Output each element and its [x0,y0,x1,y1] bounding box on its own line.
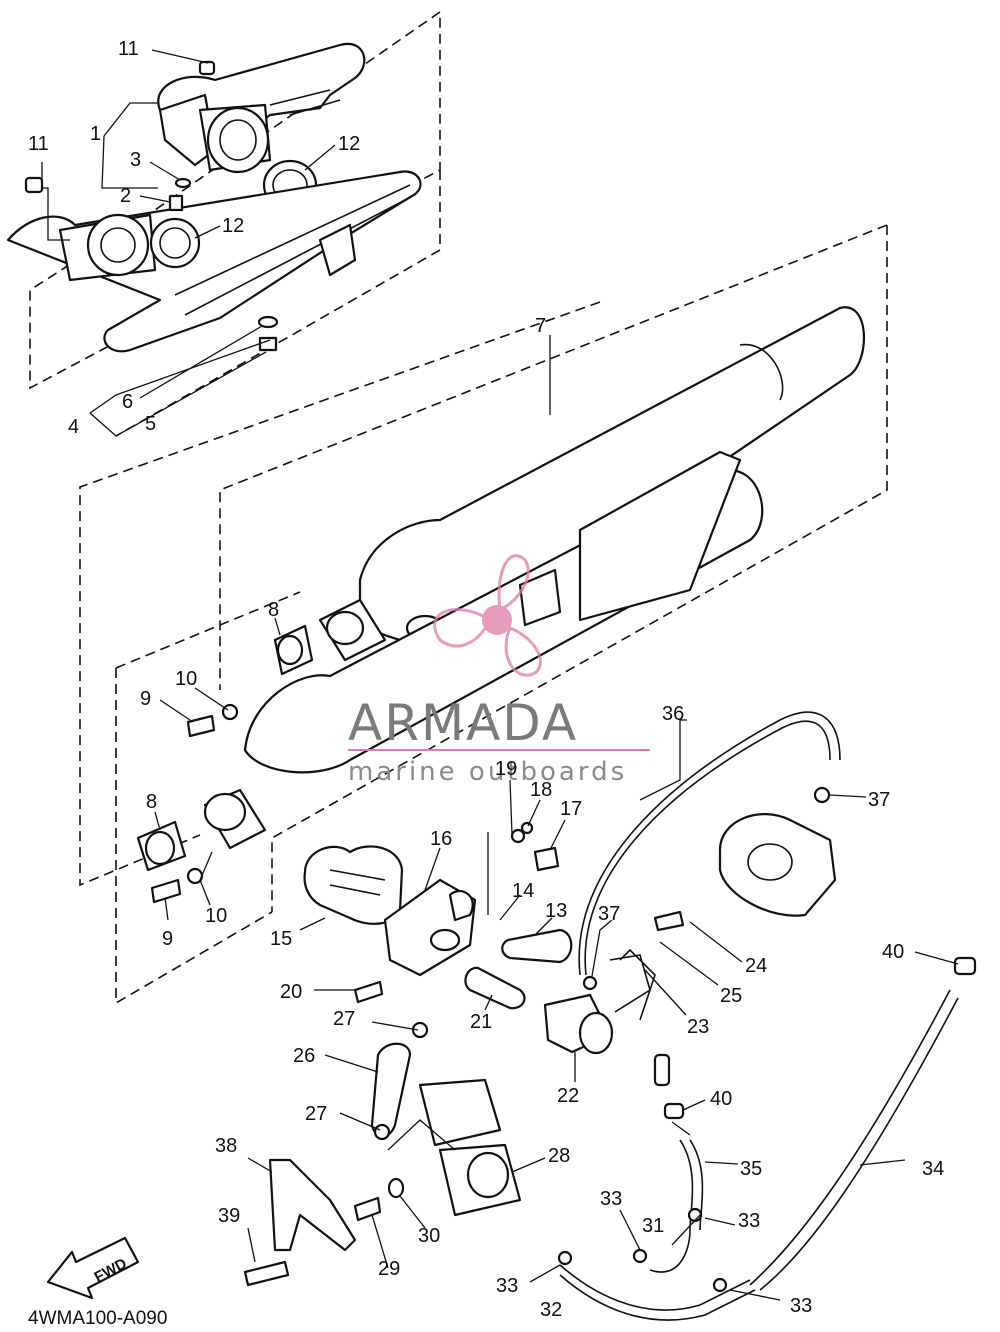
exhaust-pipe-lower [6,170,422,353]
callout-36: 36 [662,703,684,725]
air-box-15 [303,845,404,925]
diagram-code: 4WMA100-A090 [28,1308,167,1329]
cut-valve-22 [543,993,614,1055]
callout-11-left: 11 [28,133,49,155]
callout-11-top: 11 [118,38,139,60]
gasket-12-lower [149,217,201,269]
callout-18: 18 [530,779,552,801]
callout-7: 7 [535,315,546,337]
callout-37-mid: 37 [598,903,620,925]
callout-9-lower: 9 [162,928,173,950]
callout-8-lower: 8 [146,791,157,813]
watermark-tagline: marine outboards [348,757,627,787]
callout-21: 21 [470,1011,492,1033]
callout-19: 19 [495,758,517,780]
callout-24: 24 [745,955,767,977]
callout-34: 34 [922,1158,944,1180]
callout-29: 29 [378,1258,400,1280]
callout-2: 2 [120,185,131,207]
hoses-31-32-34-35 [559,989,959,1321]
callout-22: 22 [557,1085,579,1107]
callout-33-left: 33 [600,1188,622,1210]
hose-26 [370,1042,412,1138]
exhaust-pipe-upper [157,42,366,174]
callout-31: 31 [642,1215,664,1237]
callout-14: 14 [512,880,534,902]
muffler-frame-join [115,591,301,669]
reed-valve-16 [383,878,477,977]
callout-26: 26 [293,1045,315,1067]
callout-6: 6 [122,391,133,413]
watermark-brand: ARMADA [348,694,578,752]
callout-28: 28 [548,1145,570,1167]
callout-3: 3 [130,149,141,171]
callout-10-upper: 10 [175,668,197,690]
callout-33-right: 33 [738,1210,760,1232]
muffler-frame-lower [115,668,273,1005]
hose-13-21 [464,928,573,1010]
callout-17: 17 [560,798,582,820]
callout-40-lower: 40 [710,1088,732,1110]
solenoid-assembly-28 [418,1078,522,1217]
callout-39: 39 [218,1205,240,1227]
muffler-frame-right [271,225,888,912]
callout-37-right: 37 [868,789,890,811]
small-fittings [243,786,977,1293]
callout-25: 25 [720,985,742,1007]
callout-20: 20 [280,981,302,1003]
callout-27-lower: 27 [305,1103,327,1125]
callout-33-bottom-left: 33 [496,1275,518,1297]
callout-38: 38 [215,1135,237,1157]
callout-33-bottom-right: 33 [790,1295,812,1317]
leader-lines [41,49,959,1301]
upper-pipe-frame-2 [115,170,441,437]
callout-15: 15 [270,928,292,950]
callout-12-upper: 12 [338,133,360,155]
muffler-hardware [136,624,314,904]
callout-5: 5 [145,413,156,435]
callout-23: 23 [687,1016,709,1038]
watermark-logo [433,554,542,677]
callout-12-lower: 12 [222,215,244,237]
small-hardware-upper [24,60,279,352]
callout-40-upper: 40 [882,941,904,963]
callout-30: 30 [418,1225,440,1247]
bracket-38 [268,1158,357,1252]
callout-27-upper: 27 [333,1008,355,1030]
callout-1: 1 [90,123,101,145]
upper-pipe-frame-1 [29,10,441,390]
muffler-frame-top [219,224,888,690]
callout-10-lower: 10 [205,905,227,927]
muffler-frame-left [79,301,601,887]
exhaust-flange [718,813,837,917]
callout-32: 32 [540,1299,562,1321]
callout-13: 13 [545,900,567,922]
bracket-23 [609,948,656,1021]
callout-9-upper: 9 [140,688,151,710]
callout-labels: 11 1 3 2 12 11 12 6 4 5 7 8 10 9 8 9 10 … [28,38,944,1321]
callout-35: 35 [740,1158,762,1180]
fwd-arrow: FWD [46,1236,140,1300]
callout-4: 4 [68,416,79,438]
callout-8-upper: 8 [268,599,279,621]
group-frames [29,10,888,1005]
hose-36 [578,711,841,976]
callout-16: 16 [430,828,452,850]
